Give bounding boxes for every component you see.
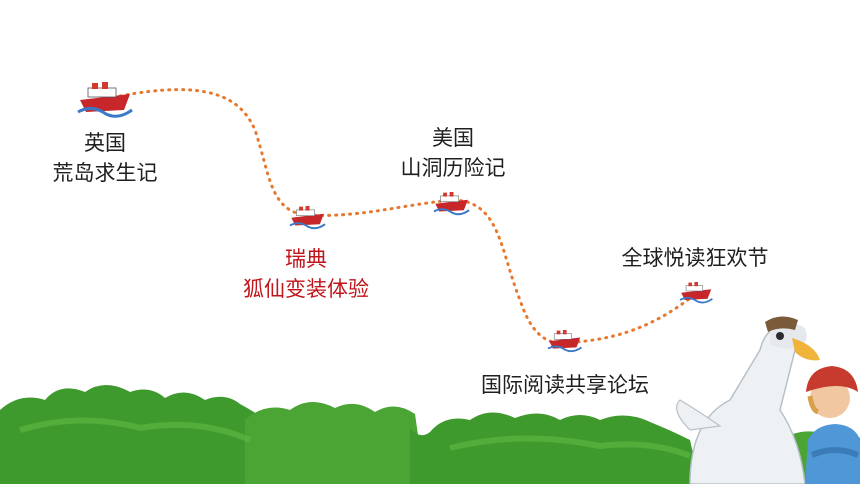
stop-label-usa: 美国 山洞历险记	[400, 126, 506, 180]
cruise-ship-icon	[433, 192, 470, 216]
cruise-ship-icon	[289, 206, 326, 230]
stop-label-sweden: 瑞典 狐仙变装体验	[243, 247, 369, 301]
cruise-ship-icon	[77, 82, 133, 118]
cruise-ship-icon	[547, 330, 583, 353]
cruise-ship-icon	[679, 282, 713, 304]
boy-character	[805, 366, 860, 484]
stop-label-forum: 国际阅读共享论坛	[481, 373, 649, 397]
stop-label-uk: 英国 荒岛求生记	[52, 131, 158, 185]
goose-character	[676, 316, 820, 484]
stop-label-festival: 全球悦读狂欢节	[621, 246, 769, 270]
